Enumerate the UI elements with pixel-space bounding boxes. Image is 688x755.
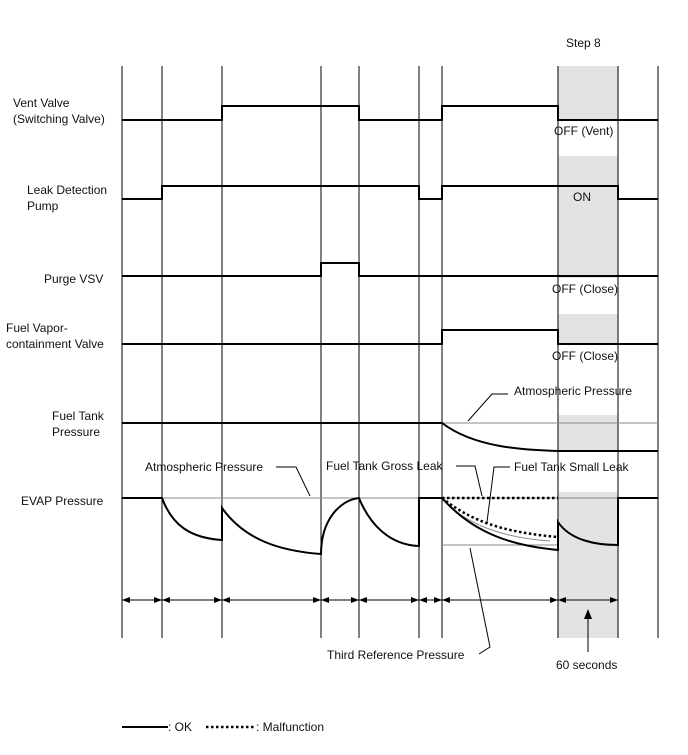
pump-state: ON: [573, 190, 591, 204]
pump-label-1: Leak Detection: [27, 183, 107, 197]
step-label: Step 8: [566, 36, 601, 50]
gross-leak-callout: Fuel Tank Gross Leak: [326, 459, 444, 473]
vent-valve-state: OFF (Vent): [554, 124, 613, 138]
third-reference-leader: [469, 547, 491, 655]
step8-band-vapor: [558, 314, 618, 344]
purge-vsv-state: OFF (Close): [552, 282, 618, 296]
purge-vsv-label: Purge VSV: [44, 272, 103, 286]
vapor-valve-signal: [122, 329, 658, 345]
legend-ok-label: : OK: [168, 720, 192, 734]
vapor-valve-label-1: Fuel Vapor-: [6, 321, 68, 335]
purge-vsv-signal: [122, 262, 658, 277]
duration-label: 60 seconds: [556, 658, 617, 672]
vent-valve-label-1: Vent Valve: [13, 96, 70, 110]
tank-atmospheric-callout: Atmospheric Pressure: [514, 384, 632, 398]
vent-valve-signal: [122, 105, 658, 121]
small-leak-leader: [486, 466, 510, 523]
pump-signal: [122, 185, 658, 200]
interval-arrows: [122, 597, 618, 603]
evap-pressure-label: EVAP Pressure: [21, 494, 104, 508]
tank-pressure-label-2: Pressure: [52, 425, 100, 439]
gross-leak-leader: [456, 465, 483, 497]
evap-pressure-signal-ok: [122, 496, 658, 556]
legend-malfunction-label: : Malfunction: [256, 720, 324, 734]
step8-band-tank: [558, 415, 618, 451]
evap-atmospheric-leader: [276, 466, 311, 497]
vapor-valve-label-2: containment Valve: [6, 337, 104, 351]
pump-label-2: Pump: [27, 199, 59, 213]
tank-pressure-label-1: Fuel Tank: [52, 409, 105, 423]
vapor-valve-state: OFF (Close): [552, 349, 618, 363]
vent-valve-label-2: (Switching Valve): [13, 112, 105, 126]
third-reference-callout: Third Reference Pressure: [327, 648, 465, 662]
step8-band-pump: [558, 156, 618, 278]
evap-atmospheric-callout: Atmospheric Pressure: [145, 460, 263, 474]
evap-pressure-signal-malfunction-small: [441, 497, 559, 539]
duration-pointer-arrowhead: [584, 609, 592, 619]
tank-atmospheric-leader: [467, 393, 508, 422]
small-leak-callout: Fuel Tank Small Leak: [514, 460, 630, 474]
tank-pressure-signal: [122, 422, 658, 452]
step8-band-vent: [558, 66, 618, 120]
